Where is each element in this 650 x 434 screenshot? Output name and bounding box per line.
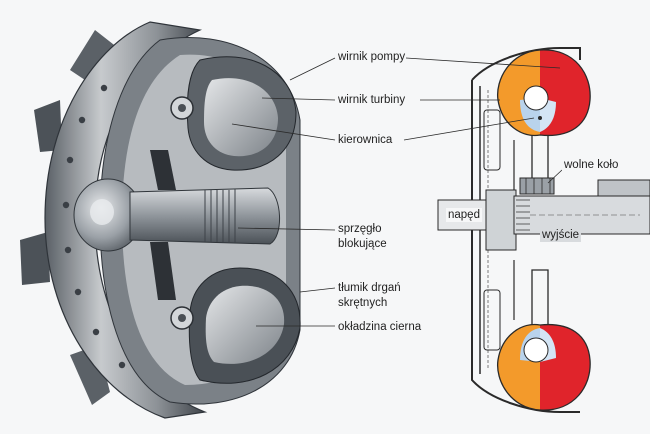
hub-block [485, 189, 517, 251]
top-torus [496, 49, 591, 137]
freewheel-block [519, 177, 555, 195]
label-lockup-clutch-2: blokujące [338, 238, 387, 250]
mounting-tab-left [34, 100, 62, 152]
schematic-housing [471, 47, 581, 413]
cutaway-illustration [20, 21, 301, 419]
stator-stem-bottom [531, 269, 549, 325]
lower-blades [205, 285, 285, 364]
right-leader-lines [403, 57, 563, 184]
label-stator: kierownica [338, 134, 393, 146]
sleeve [597, 179, 650, 197]
upper-blades [204, 78, 278, 157]
hub-splines [516, 199, 530, 231]
damper-spring-bottom [483, 289, 501, 351]
label-lockup-clutch-1: sprzęgło [338, 223, 382, 235]
flange-bolts [62, 84, 126, 369]
label-friction-lining: okładzina cierna [338, 321, 422, 333]
cross-section-schematic [437, 47, 650, 413]
label-pump-impeller: wirnik pompy [338, 51, 406, 63]
mounting-tab-lower [20, 232, 50, 285]
label-freewheel: wolne koło [562, 158, 621, 172]
output-shaft-schematic [513, 195, 650, 235]
damper-spring-top [483, 109, 501, 171]
label-output: wyjście [540, 228, 582, 242]
upper-clutch-plate [150, 150, 176, 190]
label-drive: napęd [446, 208, 482, 222]
label-damper-1: tłumik drgań [338, 282, 401, 294]
label-damper-2: skrętnych [338, 297, 388, 309]
label-turbine-impeller: wirnik turbiny [338, 94, 406, 106]
bottom-torus [496, 323, 591, 411]
left-leader-lines [231, 57, 336, 327]
lower-clutch-plate [150, 242, 176, 300]
shaft-splines [204, 189, 236, 243]
stator-stem-top [531, 135, 549, 181]
